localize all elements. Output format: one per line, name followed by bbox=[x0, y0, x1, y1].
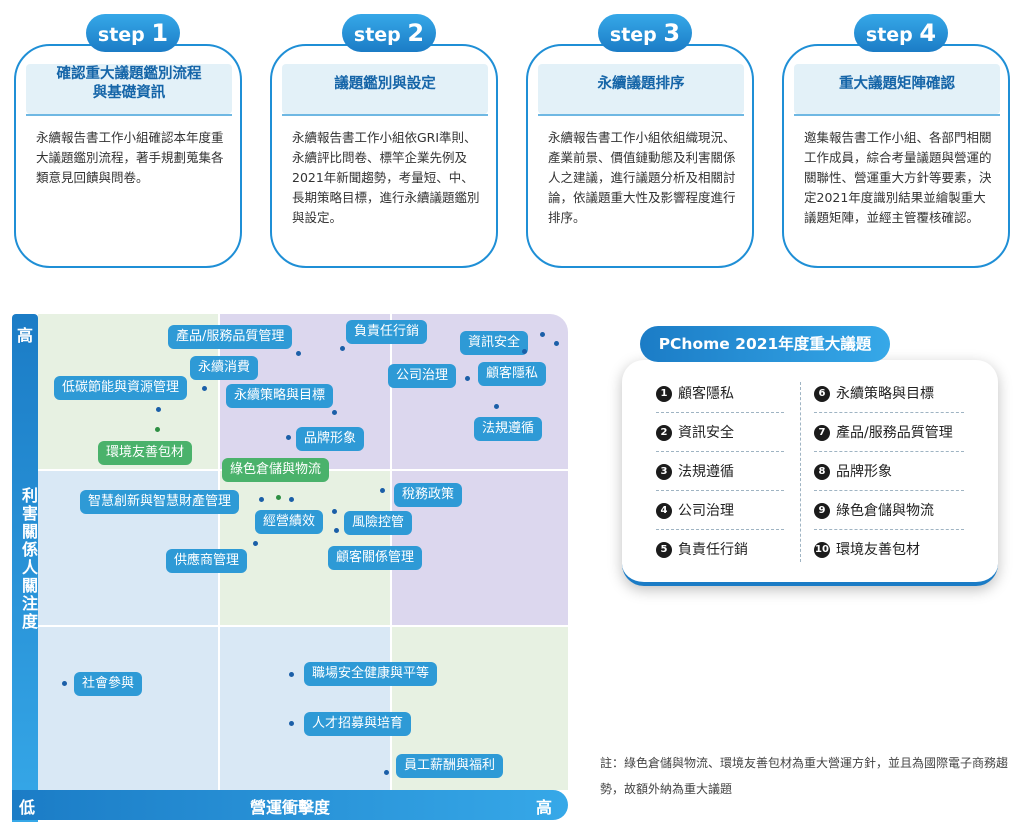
step-3-title: 永續議題排序 bbox=[597, 75, 685, 92]
step-1-title: 確認重大議題鑑別流程 與基礎資訊 bbox=[56, 66, 202, 101]
step-3-body: 永續報告書工作小組依組織現況、產業前景、價值鏈動態及利害關係人之建議，進行議題分… bbox=[548, 130, 736, 225]
issue-eco-packaging: 環境友善包材 bbox=[98, 441, 193, 465]
issue-responsible-marketing: 負責任行銷 bbox=[346, 320, 428, 344]
legend-title: PChome 2021年度重大議題 bbox=[640, 326, 890, 362]
issue-dot bbox=[522, 349, 527, 354]
y-axis: 高 利害關係人關注度 bbox=[12, 314, 38, 822]
x-axis: 低 營運衝擊度 高 bbox=[12, 790, 568, 820]
issue-dot bbox=[286, 435, 291, 440]
issue-workplace-safety: 職場安全健康與平等 bbox=[304, 662, 438, 686]
issue-supplier-management: 供應商管理 bbox=[166, 549, 248, 573]
issue-dot bbox=[332, 509, 337, 514]
step-1-body: 永續報告書工作小組確認本年度重大議題鑑別流程，著手規劃蒐集各類意見回饋與問卷。 bbox=[36, 130, 224, 185]
issue-dot bbox=[465, 376, 470, 381]
issue-dot bbox=[540, 332, 545, 337]
x-axis-high: 高 bbox=[536, 798, 553, 817]
issue-talent: 人才招募與培育 bbox=[304, 712, 412, 736]
issue-dot bbox=[289, 721, 294, 726]
issue-dot bbox=[259, 497, 264, 502]
issue-dot bbox=[554, 341, 559, 346]
step-4-body: 邀集報告書工作小組、各部門相關工作成員，綜合考量議題與營運的關聯性、營運重大方針… bbox=[804, 130, 992, 225]
step-3-card: step 3 永續議題排序 永續報告書工作小組依組織現況、產業前景、價值鏈動態及… bbox=[526, 14, 758, 272]
issue-dot bbox=[155, 427, 160, 432]
issue-dot bbox=[380, 488, 385, 493]
step-2-card: step 2 議題鑑別與設定 永續報告書工作小組依GRI準則、永續評比問卷、標竿… bbox=[270, 14, 502, 272]
step-1-card: step 1 確認重大議題鑑別流程 與基礎資訊 永續報告書工作小組確認本年度重大… bbox=[14, 14, 246, 272]
step-3-tab: step 3 bbox=[598, 14, 692, 52]
y-axis-low: 低 bbox=[19, 798, 36, 817]
legend-divider bbox=[800, 382, 801, 562]
issue-sustainable-consumption: 永續消費 bbox=[190, 356, 259, 380]
issue-dot bbox=[253, 541, 258, 546]
issue-dot bbox=[494, 404, 499, 409]
issue-dot bbox=[332, 410, 337, 415]
issue-customer-relations: 顧客關係管理 bbox=[328, 546, 423, 570]
issue-dot bbox=[289, 497, 294, 502]
issue-low-carbon: 低碳節能與資源管理 bbox=[54, 376, 188, 400]
issue-social-participation: 社會參與 bbox=[74, 672, 143, 696]
issue-dot bbox=[334, 528, 339, 533]
issue-product-quality: 產品/服務品質管理 bbox=[168, 325, 293, 349]
issue-operating-performance: 經營績效 bbox=[255, 510, 324, 534]
y-axis-label: 利害關係人關注度 bbox=[19, 487, 38, 631]
issue-brand-image: 品牌形象 bbox=[296, 427, 365, 451]
step-4-title: 重大議題矩陣確認 bbox=[839, 75, 955, 92]
step-1-tab: step 1 bbox=[86, 14, 180, 52]
issue-customer-privacy: 顧客隱私 bbox=[478, 362, 547, 386]
issue-dot bbox=[296, 351, 301, 356]
issue-dot bbox=[289, 672, 294, 677]
step-2-tab: step 2 bbox=[342, 14, 436, 52]
issue-dot bbox=[384, 770, 389, 775]
issue-legal-compliance: 法規遵循 bbox=[474, 417, 543, 441]
issue-corporate-governance: 公司治理 bbox=[388, 364, 457, 388]
legend-panel bbox=[622, 360, 998, 586]
footnote: 註：綠色倉儲與物流、環境友善包材為重大營運方針，並且為國際電子商務趨勢，故額外納… bbox=[600, 756, 1009, 796]
issue-risk-control: 風險控管 bbox=[344, 511, 413, 535]
issue-dot bbox=[340, 346, 345, 351]
issue-smart-innovation: 智慧創新與智慧財產管理 bbox=[80, 490, 240, 514]
issue-tax-policy: 稅務政策 bbox=[394, 483, 463, 507]
x-axis-label: 營運衝擊度 bbox=[250, 798, 331, 817]
issue-dot bbox=[202, 386, 207, 391]
issue-info-security: 資訊安全 bbox=[460, 331, 529, 355]
step-2-body: 永續報告書工作小組依GRI準則、永續評比問卷、標竿企業先例及2021年新聞趨勢，… bbox=[292, 130, 480, 225]
issue-dot bbox=[276, 495, 281, 500]
step-4-tab: step 4 bbox=[854, 14, 948, 52]
y-axis-high: 高 bbox=[16, 326, 33, 345]
issue-dot bbox=[62, 681, 67, 686]
step-4-card: step 4 重大議題矩陣確認 邀集報告書工作小組、各部門相關工作成員，綜合考量… bbox=[782, 14, 1014, 272]
issue-employee-compensation: 員工薪酬與福利 bbox=[396, 754, 504, 778]
issue-sustainability-strategy: 永續策略與目標 bbox=[226, 384, 334, 408]
step-2-title: 議題鑑別與設定 bbox=[334, 75, 436, 92]
issue-green-logistics: 綠色倉儲與物流 bbox=[222, 458, 330, 482]
issue-dot bbox=[156, 407, 161, 412]
